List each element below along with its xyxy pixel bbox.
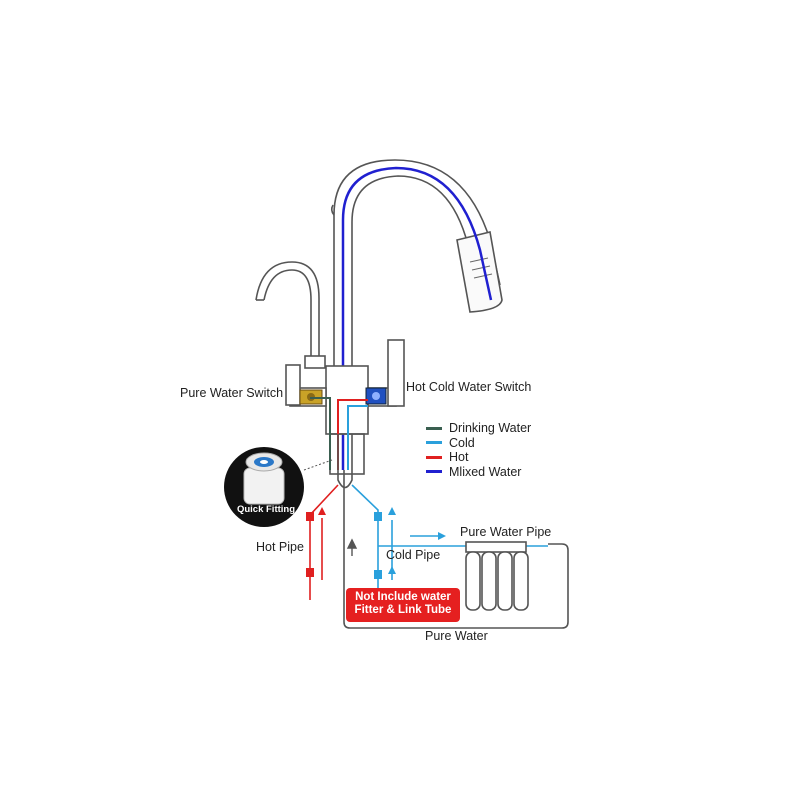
cold-arrow-up-icon (388, 507, 396, 515)
pure-water-switch-label: Pure Water Switch (180, 386, 284, 400)
cold-pipe-connectors (374, 512, 382, 579)
legend: Drinking Water Cold Hot Mlixed Water (426, 421, 531, 479)
pure-water-loop (343, 470, 569, 629)
hose-loop (337, 434, 353, 489)
spray-head (456, 231, 503, 313)
legend-item-mixed: Mlixed Water (426, 465, 531, 480)
legend-swatch (426, 470, 442, 474)
pure-water-spout (255, 261, 320, 365)
quick-fitting-pointer (303, 459, 333, 471)
not-included-note: Not Include water Fitter & Link Tube (346, 588, 460, 622)
quick-fitting-image (224, 447, 304, 527)
faucet-body (285, 339, 405, 475)
quick-fitting-label: Quick Fitting (236, 504, 296, 515)
hot-pipe-label: Hot Pipe (256, 540, 304, 554)
hot-pipe-connectors (306, 512, 314, 577)
cold-arrow-right-icon (438, 532, 446, 540)
legend-label: Cold (449, 435, 475, 450)
legend-label: Mlixed Water (449, 464, 522, 479)
legend-label: Drinking Water (449, 421, 532, 436)
legend-swatch (426, 455, 442, 459)
hot-pipe-lines (309, 484, 339, 600)
legend-label: Hot (449, 450, 469, 465)
legend-item-hot: Hot (426, 450, 531, 465)
mixed-water-line (341, 166, 493, 470)
hot-arrow-icon (318, 507, 326, 515)
filter-unit (465, 541, 529, 611)
note-line-1: Not Include water (355, 591, 451, 603)
pure-water-pipe-label: Pure Water Pipe (460, 525, 552, 539)
cold-pipe-label: Cold Pipe (386, 548, 441, 562)
main-spout (330, 159, 501, 370)
note-line-2: Fitter & Link Tube (354, 604, 452, 616)
legend-swatch (426, 426, 442, 430)
legend-item-cold: Cold (426, 436, 531, 451)
hot-cold-switch-label: Hot Cold Water Switch (406, 380, 532, 394)
legend-swatch (426, 441, 442, 445)
hot-cold-cartridge (365, 387, 387, 405)
cold-arrow-up2-icon (388, 566, 396, 574)
legend-item-drinking: Drinking Water (426, 421, 531, 436)
pure-water-label: Pure Water (425, 629, 488, 643)
pure-water-arrow-icon (346, 538, 358, 556)
